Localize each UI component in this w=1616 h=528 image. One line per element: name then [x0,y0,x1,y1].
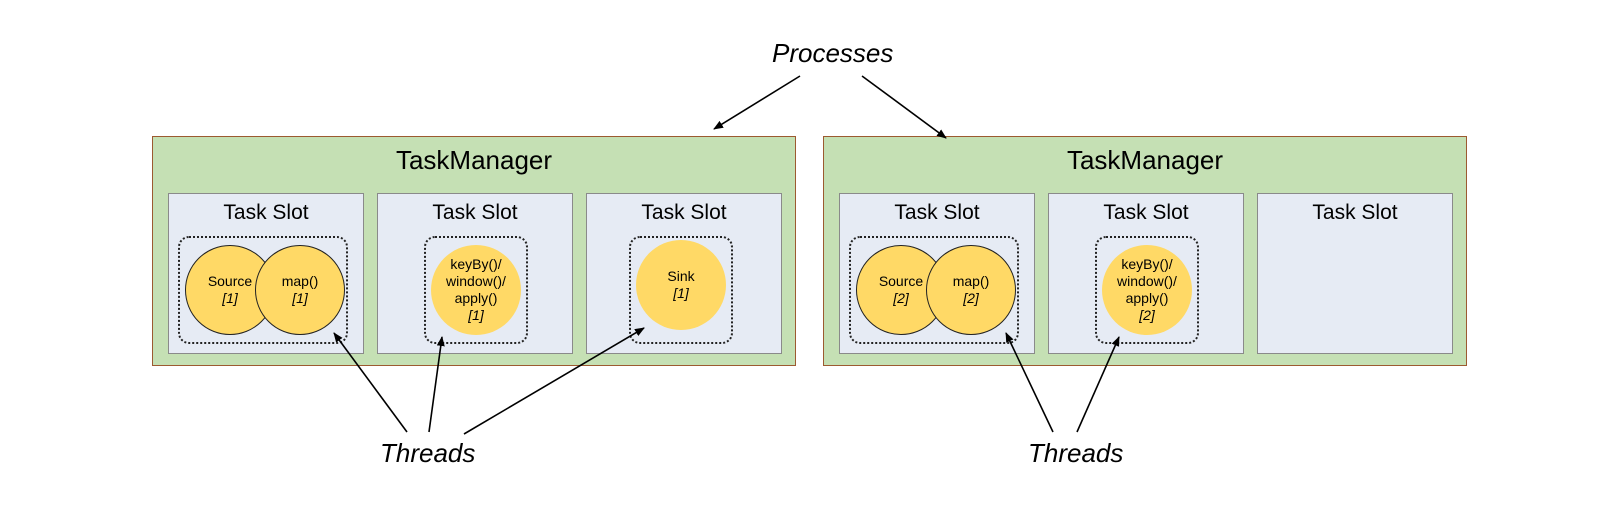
task-slot-1-1: Task Slot Source [1] map() [1] [168,193,364,354]
task-slot-2-2: Task Slot keyBy()/ window()/ apply() [2] [1048,193,1244,354]
task-slot-title: Task Slot [1312,201,1398,224]
task-slot-title: Task Slot [432,201,518,224]
operator-parallelism: [1] [468,307,484,323]
operator-sink: Sink [1] [636,240,726,330]
arrow-processes-to-tm2 [861,75,947,139]
operator-keyby-window-apply: keyBy()/ window()/ apply() [2] [1102,245,1192,335]
operator-parallelism: [1] [673,285,689,301]
operator-parallelism: [1] [292,290,308,306]
operator-name: Source [878,273,924,289]
task-manager-title: TaskManager [395,145,553,175]
threads-label-right: Threads [1028,438,1124,468]
task-slot-title: Task Slot [223,201,309,224]
operator-name: map() [281,273,319,289]
task-slot-title: Task Slot [1103,201,1189,224]
task-slot-title: Task Slot [641,201,727,224]
operator-parallelism: [2] [963,290,979,306]
thread-group: keyBy()/ window()/ apply() [2] [1095,236,1199,344]
task-slot-title: Task Slot [894,201,980,224]
operator-parallelism: [2] [1139,307,1155,323]
operator-parallelism: [1] [222,290,238,306]
task-slot-2-1: Task Slot Source [2] map() [2] [839,193,1035,354]
operator-name: Source [207,273,253,289]
task-slot-1-2: Task Slot keyBy()/ window()/ apply() [1] [377,193,573,354]
operator-name: map() [952,273,990,289]
operator-name: keyBy()/ window()/ apply() [1117,256,1177,306]
task-manager-title: TaskManager [1066,145,1224,175]
operator-parallelism: [2] [893,290,909,306]
operator-name: keyBy()/ window()/ apply() [446,256,506,306]
operator-name: Sink [667,268,695,284]
task-slot-1-3: Task Slot Sink [1] [586,193,782,354]
task-slot-2-3: Task Slot [1257,193,1453,354]
thread-group: keyBy()/ window()/ apply() [1] [424,236,528,344]
task-manager-2: TaskManager Task Slot Source [2] map() [… [823,136,1467,366]
arrow-processes-to-tm1 [713,75,801,130]
threads-label-left: Threads [380,438,476,468]
operator-map: map() [1] [255,245,345,335]
processes-label: Processes [772,38,894,68]
operator-keyby-window-apply: keyBy()/ window()/ apply() [1] [431,245,521,335]
task-manager-1: TaskManager Task Slot Source [1] map() [… [152,136,796,366]
thread-group: Source [2] map() [2] [849,236,1019,344]
thread-group: Source [1] map() [1] [178,236,348,344]
thread-group: Sink [1] [629,236,733,344]
operator-map: map() [2] [926,245,1016,335]
